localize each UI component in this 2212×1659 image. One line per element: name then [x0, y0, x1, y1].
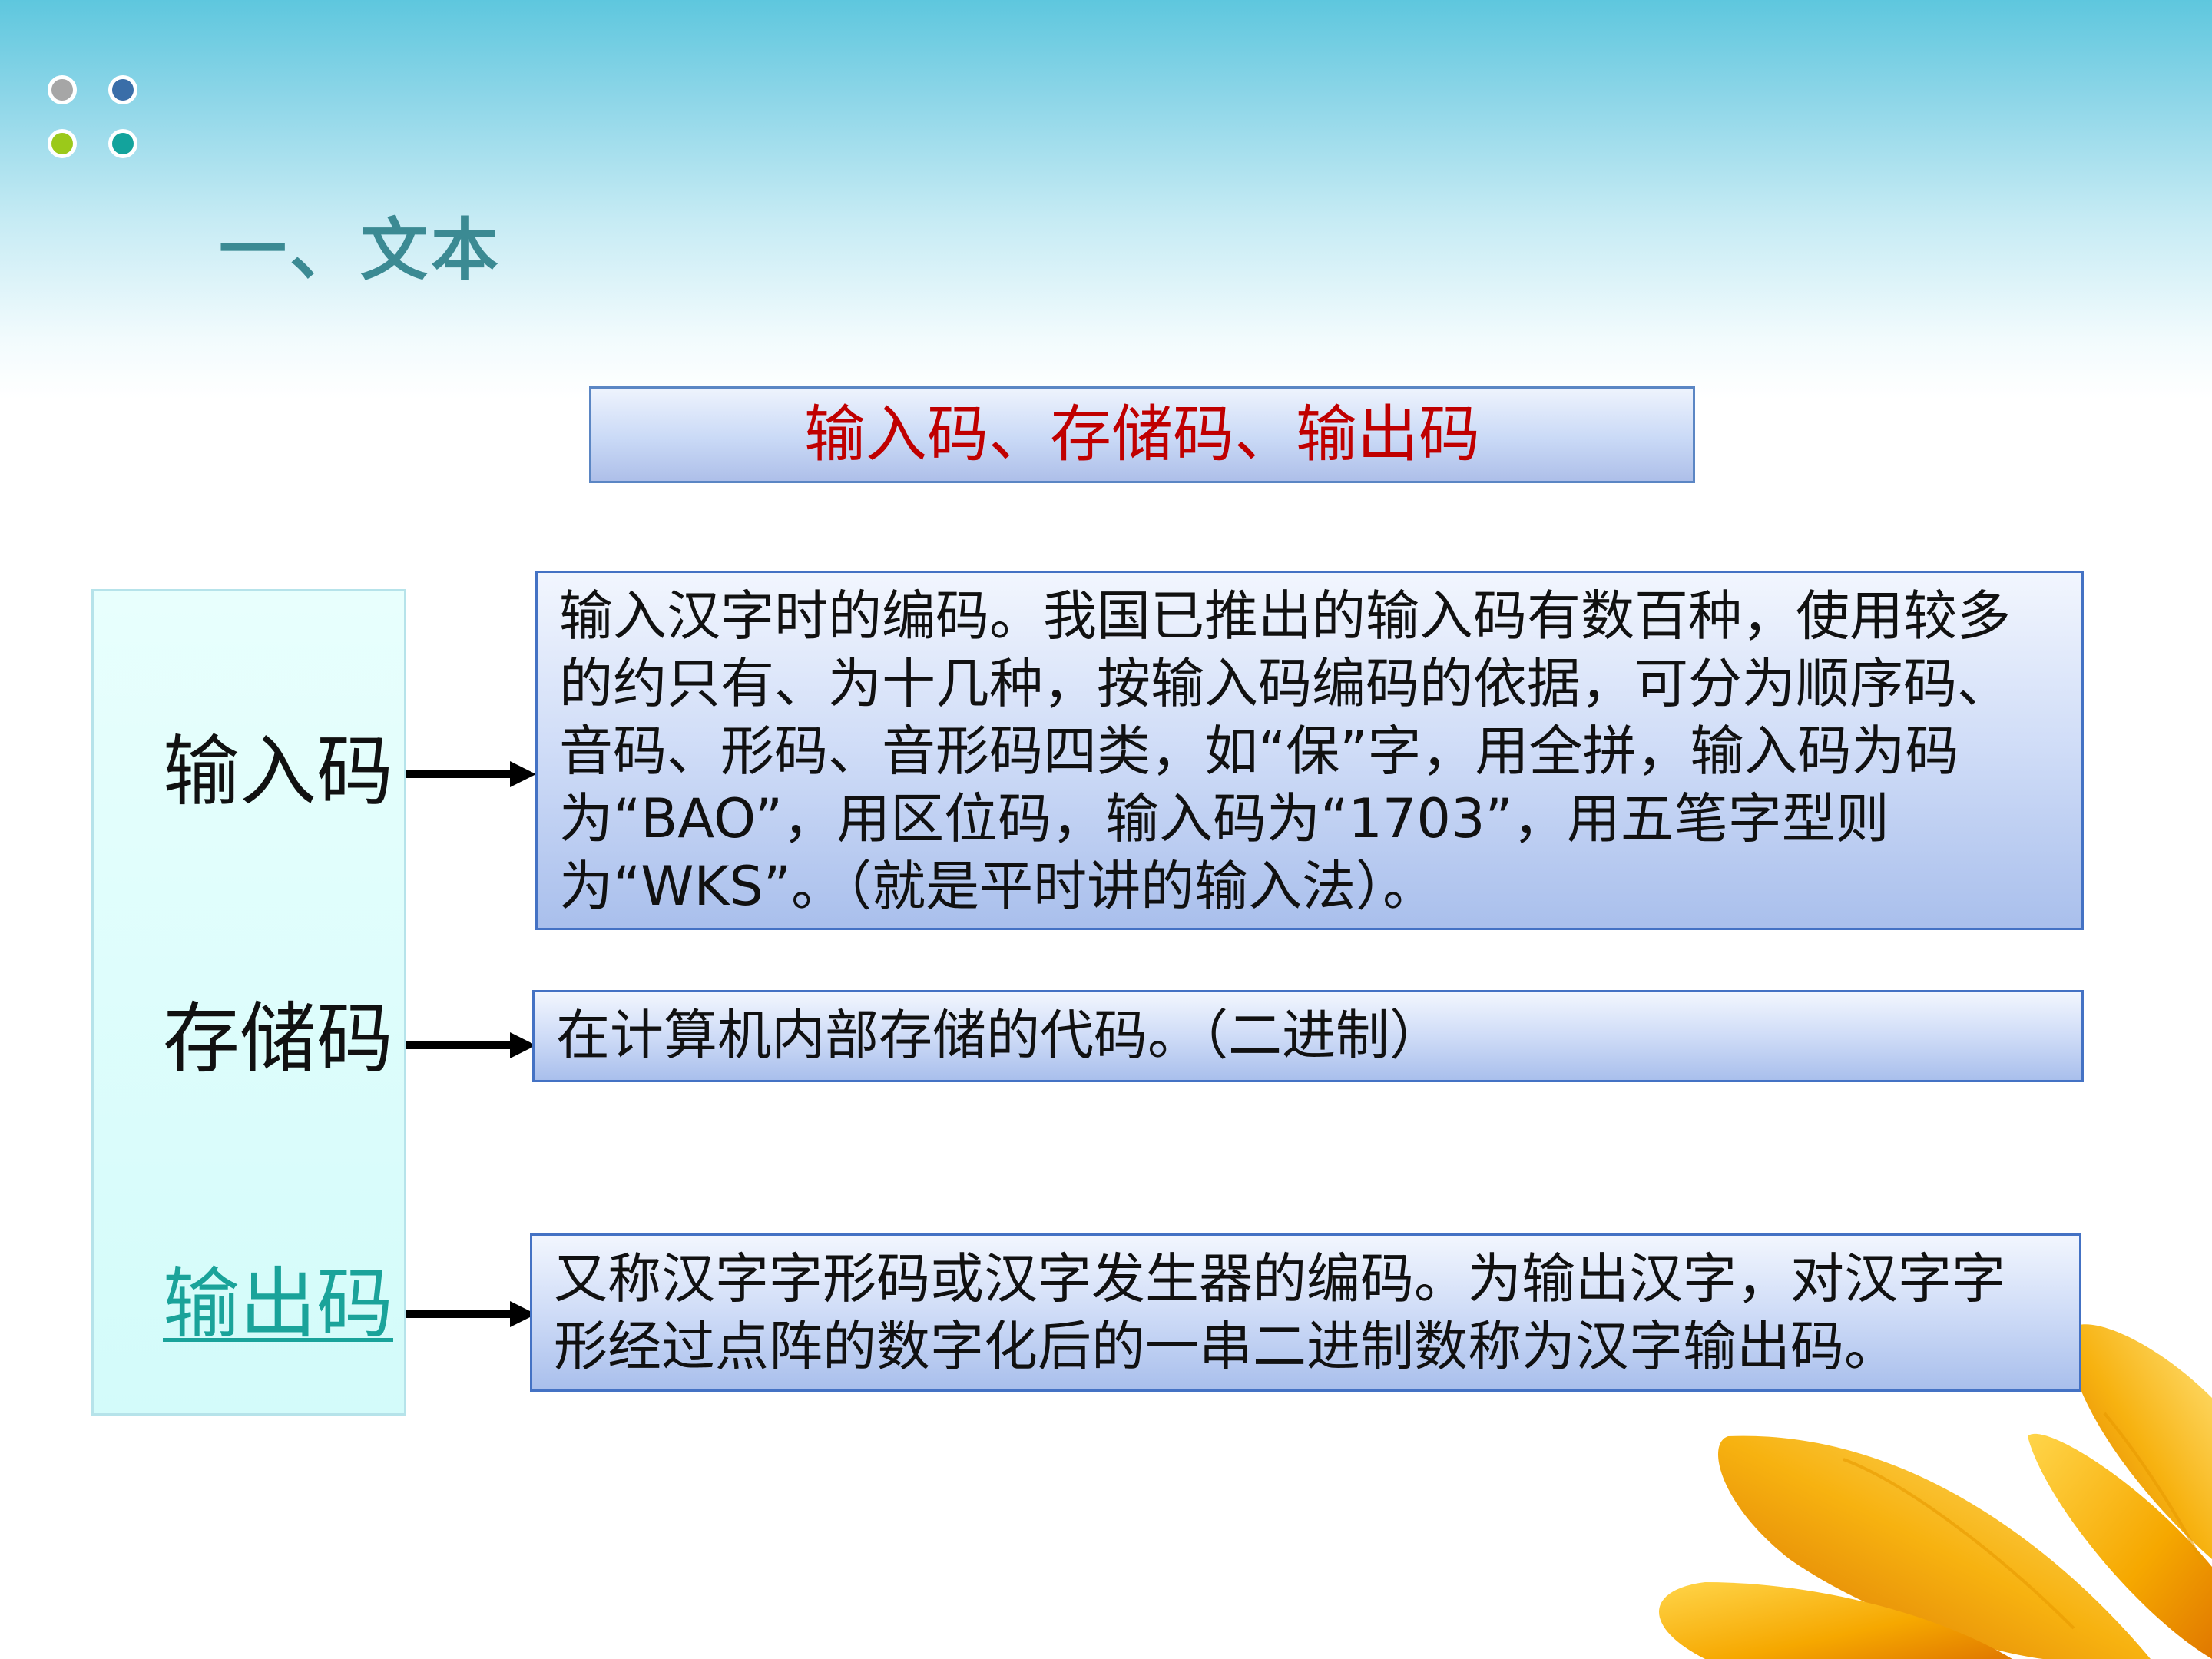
label-storage-code: 存储码: [163, 994, 393, 1084]
gray-dot-icon: [48, 75, 77, 104]
topic-heading-text: 输入码、存储码、输出码: [804, 399, 1480, 470]
slide-title: 一、文本: [219, 210, 502, 290]
input-code-description: 输入汉字时的编码。我国已推出的输入码有数百种，使用较多的约只有、为十几种，按输入…: [559, 584, 2011, 918]
storage-code-description: 在计算机内部存储的代码。（二进制）: [556, 1004, 1443, 1067]
green-dot-icon: [48, 129, 77, 158]
output-code-description-box: 又称汉字字形码或汉字发生器的编码。为输出汉字，对汉字字形经过点阵的数字化后的一串…: [530, 1233, 2081, 1392]
teal-dot-icon: [108, 129, 137, 158]
code-types-panel: [91, 589, 406, 1416]
storage-code-description-box: 在计算机内部存储的代码。（二进制）: [532, 990, 2084, 1082]
label-output-code-link[interactable]: 输出码: [163, 1259, 393, 1349]
right-arrow-icon: [406, 1301, 536, 1327]
label-input-code: 输入码: [163, 727, 393, 816]
sunflower-image: [1659, 1324, 2212, 1659]
blue-dot-icon: [108, 75, 137, 104]
input-code-description-box: 输入汉字时的编码。我国已推出的输入码有数百种，使用较多的约只有、为十几种，按输入…: [535, 571, 2084, 930]
header-gradient-band: [0, 0, 2212, 399]
right-arrow-icon: [406, 761, 536, 787]
topic-heading-box: 输入码、存储码、输出码: [589, 386, 1695, 483]
right-arrow-icon: [406, 1032, 536, 1058]
output-code-description: 又称汉字字形码或汉字发生器的编码。为输出汉字，对汉字字形经过点阵的数字化后的一串…: [554, 1247, 2005, 1378]
